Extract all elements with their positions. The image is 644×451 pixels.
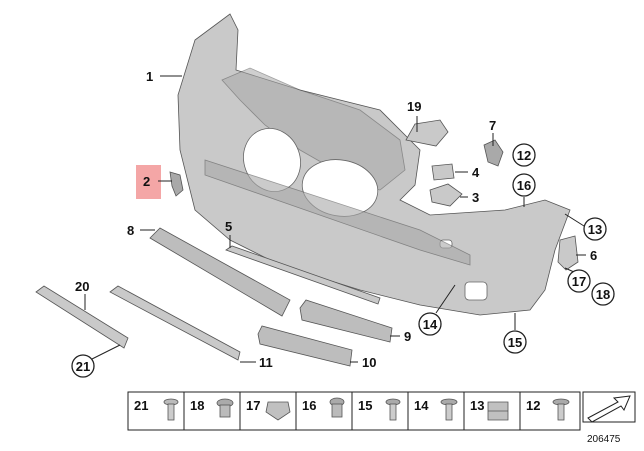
reference-number: 206475 [587, 434, 621, 445]
callout-labels: 1 2 19 7 4 3 12 16 13 6 17 18 [71, 69, 615, 378]
bumper-panel [177, 13, 571, 316]
callout-8: 8 [127, 223, 134, 238]
legend-item-15: 15 [358, 398, 372, 413]
callout-14: 14 [423, 317, 438, 332]
flange-screw-icon [552, 398, 570, 421]
part-4-clip [431, 163, 455, 181]
highlight-box [136, 165, 161, 199]
legend-item-14: 14 [414, 398, 429, 413]
part-3-bracket [429, 183, 463, 207]
clip-nut-icon [265, 401, 291, 421]
callout-7: 7 [489, 118, 496, 133]
callout-1: 1 [146, 69, 153, 84]
expanding-rivet-icon [329, 397, 345, 418]
arrow-icon [582, 391, 636, 423]
callout-3: 3 [472, 190, 479, 205]
part-6-bracket [557, 235, 579, 271]
callout-15: 15 [508, 335, 522, 350]
callout-13: 13 [588, 222, 602, 237]
legend-item-16: 16 [302, 398, 316, 413]
callout-2: 2 [143, 174, 150, 189]
bolt-icon [385, 398, 401, 421]
callout-15-circle [503, 330, 527, 354]
callout-19: 19 [407, 99, 421, 114]
callout-4: 4 [472, 165, 480, 180]
part-9-right-grille [299, 299, 393, 343]
callout-10: 10 [362, 355, 376, 370]
callout-17-circle [567, 269, 591, 293]
legend-item-12: 12 [526, 398, 540, 413]
fastener-legend: 21 18 17 16 15 14 13 12 [127, 391, 581, 431]
part-8-center-grille [149, 227, 291, 317]
callout-20: 20 [75, 279, 89, 294]
legend-item-21: 21 [134, 398, 148, 413]
callout-16: 16 [517, 178, 531, 193]
callout-17: 17 [572, 274, 586, 289]
callout-12: 12 [517, 148, 531, 163]
screw-icon [163, 398, 179, 421]
callout-18: 18 [596, 287, 610, 302]
part-11-trim-strip [109, 285, 241, 361]
legend-item-13: 13 [470, 398, 484, 413]
callout-14-circle [418, 312, 442, 336]
callout-21-circle [71, 354, 95, 378]
callout-12-circle [512, 143, 536, 167]
legend-item-17: 17 [246, 398, 260, 413]
callout-21: 21 [76, 359, 90, 374]
callout-9: 9 [404, 329, 411, 344]
callout-18-circle [591, 282, 615, 306]
callout-6: 6 [590, 248, 597, 263]
callout-5: 5 [225, 219, 232, 234]
spring-nut-icon [487, 401, 509, 421]
nut-icon [216, 398, 234, 418]
part-10-lower-grille [257, 325, 353, 367]
part-20-license-bracket [35, 285, 129, 349]
legend-item-18: 18 [190, 398, 204, 413]
callout-13-circle [583, 217, 607, 241]
hex-screw-icon [440, 398, 458, 421]
part-2-bracket [169, 171, 184, 197]
callout-16-circle [512, 173, 536, 197]
callout-11: 11 [259, 355, 273, 370]
